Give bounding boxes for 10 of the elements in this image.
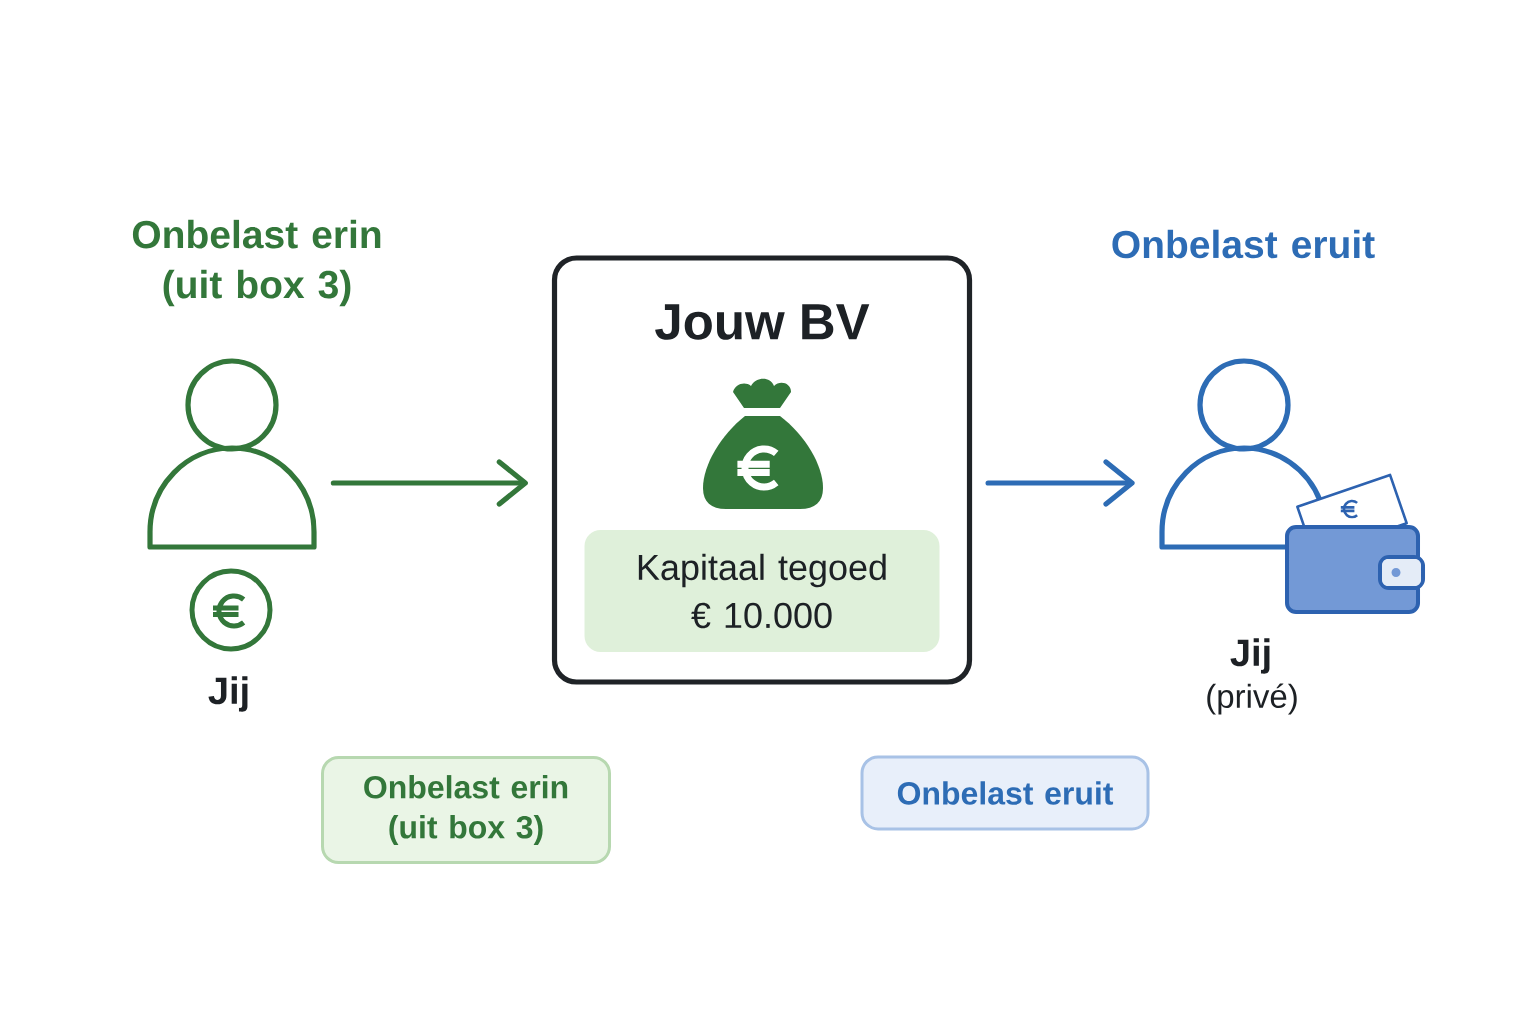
name-label: Jij bbox=[1230, 638, 1270, 674]
name-label: Jij bbox=[208, 676, 248, 712]
value-box: Kapitaal tegoed € 10.000 bbox=[584, 530, 940, 652]
arrow bbox=[985, 459, 1135, 507]
tag-box: Onbelast eruit bbox=[860, 755, 1150, 831]
arrow bbox=[330, 459, 528, 507]
heading-text: Onbelast erin (uit box 3) bbox=[132, 219, 381, 307]
caption-text: (privé) bbox=[1207, 683, 1297, 715]
heading-text: Onbelast eruit bbox=[1112, 229, 1375, 259]
tag-box: Onbelast erin (uit box 3) bbox=[321, 756, 611, 864]
